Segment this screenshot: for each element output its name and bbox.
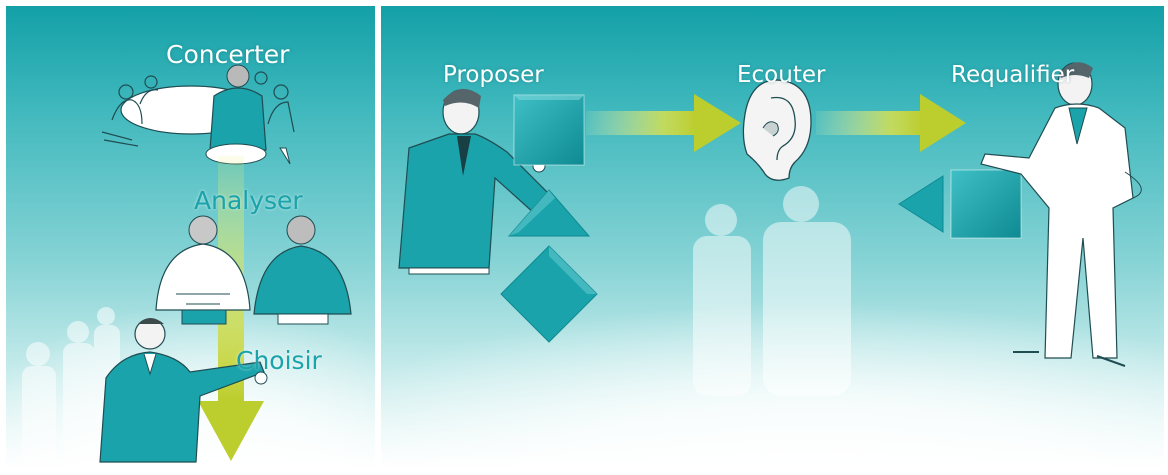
right-panel: Proposer Ecouter Requalifier (381, 6, 1164, 469)
label-proposer: Proposer (443, 62, 544, 88)
square-shape (513, 94, 585, 166)
man-in-suit-illustration (971, 58, 1161, 378)
background-silhouettes (671, 186, 891, 396)
label-requalifier: Requalifier (951, 62, 1074, 88)
diamond-shape (499, 244, 599, 344)
label-choisir: Choisir (236, 346, 322, 375)
label-concerter: Concerter (166, 40, 289, 69)
triangle-shape (507, 188, 591, 238)
label-analyser: Analyser (194, 186, 303, 215)
left-panel: Concerter Analyser Choisir (6, 6, 375, 469)
right-arrow (816, 94, 966, 152)
ear-icon (741, 78, 813, 182)
presenter-pointing-illustration (98, 312, 278, 462)
label-ecouter: Ecouter (737, 62, 825, 88)
right-arrow (586, 94, 741, 152)
